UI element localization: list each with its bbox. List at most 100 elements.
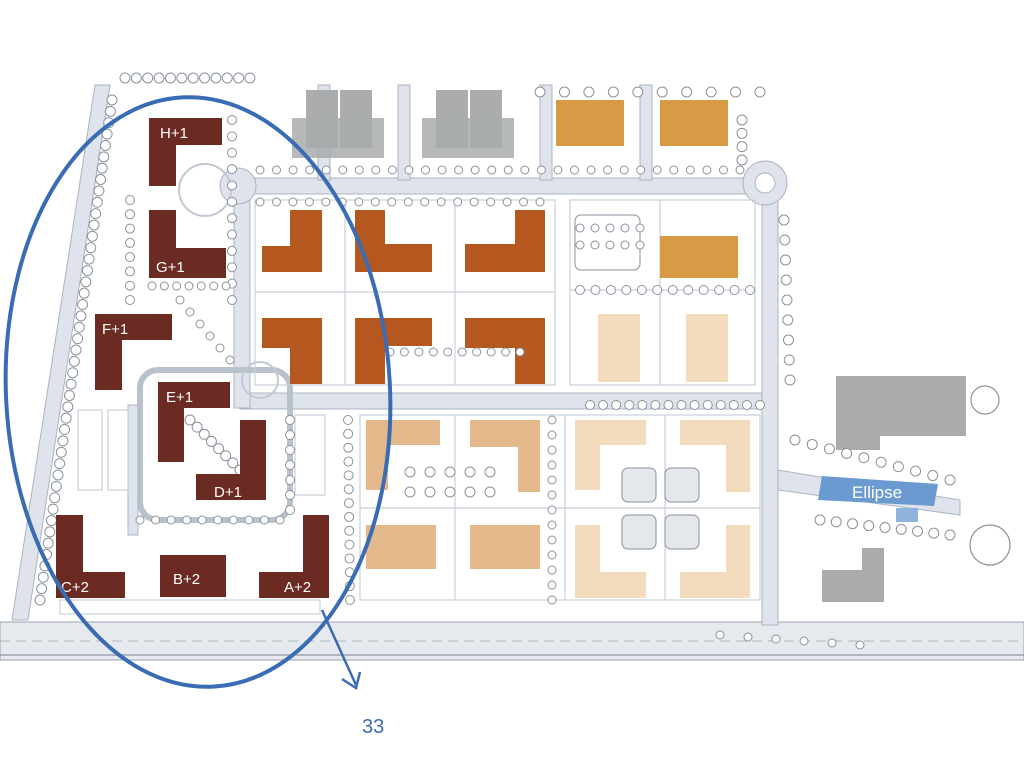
callout-number: 33 — [362, 716, 384, 738]
tree — [220, 450, 232, 462]
existing-building — [822, 570, 862, 602]
tree — [57, 435, 69, 447]
tree — [404, 486, 416, 498]
tree — [912, 525, 923, 537]
tree — [198, 428, 210, 440]
tree — [343, 415, 353, 425]
building-cream — [680, 525, 750, 598]
tree — [469, 197, 479, 207]
tree — [371, 165, 381, 175]
tree — [715, 400, 726, 410]
highlight-ellipse — [3, 95, 393, 689]
highlighted-buildings: H+1 G+1 F+1 E+1 D+1 C+2 B+2 A+2 — [56, 118, 329, 598]
building-a — [259, 515, 329, 598]
tree — [782, 314, 794, 326]
tree — [652, 165, 662, 175]
tree — [472, 347, 482, 357]
tree — [454, 165, 464, 175]
tree — [895, 523, 907, 535]
tree — [271, 197, 281, 207]
proposed-blocks-light — [366, 314, 750, 598]
tree — [741, 400, 752, 410]
tree — [928, 527, 940, 539]
tree — [343, 470, 354, 481]
tree — [575, 240, 585, 250]
tree — [486, 197, 496, 207]
tree — [227, 457, 239, 469]
building-mid — [660, 100, 728, 146]
tree — [464, 466, 476, 478]
tree — [85, 242, 97, 254]
tree — [944, 529, 956, 541]
tree — [414, 347, 424, 357]
tree — [730, 86, 742, 98]
tree — [125, 295, 135, 305]
tree — [125, 280, 135, 291]
tree — [586, 165, 596, 175]
building-orange — [355, 318, 432, 384]
tree — [656, 86, 668, 98]
tree — [547, 475, 557, 485]
tree — [547, 415, 557, 425]
callout-arrowhead — [341, 671, 362, 690]
building-e-label: E+1 — [166, 389, 193, 406]
tree — [702, 400, 713, 410]
tree — [233, 72, 245, 84]
tree — [847, 518, 858, 530]
tree — [343, 442, 354, 453]
tree — [575, 285, 585, 295]
tree — [399, 347, 409, 357]
tree — [91, 196, 103, 208]
tree — [605, 223, 615, 233]
tree — [55, 446, 67, 458]
tree — [755, 400, 765, 410]
tree — [185, 307, 195, 317]
tree — [343, 428, 354, 439]
tree — [501, 347, 511, 357]
tree — [789, 434, 801, 446]
tree — [42, 537, 54, 549]
tree — [119, 72, 131, 84]
building-cream — [575, 525, 646, 598]
tree — [344, 511, 355, 522]
tree — [428, 347, 438, 357]
tree — [879, 522, 891, 533]
tree — [619, 165, 629, 175]
tree — [227, 213, 237, 224]
tree — [650, 400, 661, 410]
building-e — [158, 382, 230, 462]
tree — [285, 460, 295, 470]
tree — [54, 458, 66, 470]
building-orange — [262, 318, 322, 384]
tree — [705, 86, 717, 98]
tree — [227, 196, 237, 207]
ellipse-label: Ellipse — [852, 483, 902, 502]
walkways — [59, 199, 761, 615]
tree — [199, 72, 211, 84]
tree — [558, 86, 570, 98]
tree — [403, 197, 413, 207]
tree — [135, 515, 145, 525]
tree — [685, 165, 695, 175]
tree — [605, 240, 615, 250]
tree — [421, 165, 431, 175]
tree — [197, 515, 207, 525]
building-b — [160, 555, 226, 597]
diagonal-road — [11, 84, 111, 621]
parking-lane — [127, 404, 139, 536]
tree — [611, 400, 622, 410]
tree — [519, 197, 529, 207]
ellipse-building — [818, 476, 938, 506]
tree — [663, 400, 674, 410]
tree — [637, 400, 648, 410]
tree — [205, 331, 215, 341]
tree — [603, 165, 613, 175]
tree — [90, 208, 102, 220]
tree — [93, 185, 105, 197]
tree — [83, 253, 95, 265]
tree — [520, 165, 530, 175]
north-access-road — [397, 84, 411, 181]
existing-building — [862, 548, 884, 602]
parking-bay — [107, 409, 129, 491]
